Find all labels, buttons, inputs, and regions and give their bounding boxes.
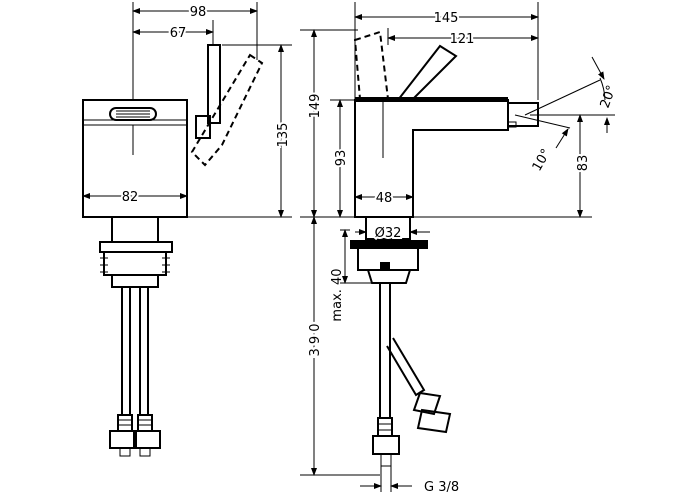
dim-83-label: 83 <box>576 155 591 172</box>
dim-max40-label: max. 40 <box>330 268 345 321</box>
dim-48-label: 48 <box>376 191 393 206</box>
side-hose-fitting <box>416 408 452 434</box>
side-view: 145 121 149 93 48 83 <box>300 2 620 495</box>
dim-93-label: 93 <box>334 150 349 167</box>
dim-121-label: 121 <box>450 32 475 47</box>
mounting-plate <box>350 240 428 249</box>
angle-20-arrow <box>591 56 605 80</box>
mounting-flange <box>99 241 173 253</box>
dim-390-label: 3 9 0 <box>308 323 323 356</box>
dim-67-label: 67 <box>170 26 187 41</box>
side-lever-tilted <box>353 30 390 100</box>
dim-135-label: 135 <box>276 123 291 148</box>
dim-149-label: 149 <box>308 94 323 119</box>
side-hose <box>379 282 391 419</box>
front-lever <box>207 44 221 124</box>
dim-diameter-label: Ø32 <box>375 226 402 241</box>
dim-82-label: 82 <box>122 190 139 205</box>
front-lever-tilted <box>190 53 264 167</box>
connector-nut-left <box>109 430 135 449</box>
thread-label: G 3/8 <box>424 480 459 495</box>
dim-98-label: 98 <box>190 5 207 20</box>
aerator-icon <box>109 107 157 121</box>
hose-right <box>139 286 149 416</box>
angle-20-label: 20° <box>598 83 620 110</box>
side-lever <box>395 44 458 101</box>
side-connector-nut <box>372 435 400 455</box>
hose-left <box>121 286 131 416</box>
front-view: 98 67 82 135 <box>82 2 293 457</box>
dim-145-label: 145 <box>434 11 459 26</box>
side-hose-angled <box>386 337 426 397</box>
angle-10-label: 10° <box>530 147 555 174</box>
connector-nut-right <box>135 430 161 449</box>
